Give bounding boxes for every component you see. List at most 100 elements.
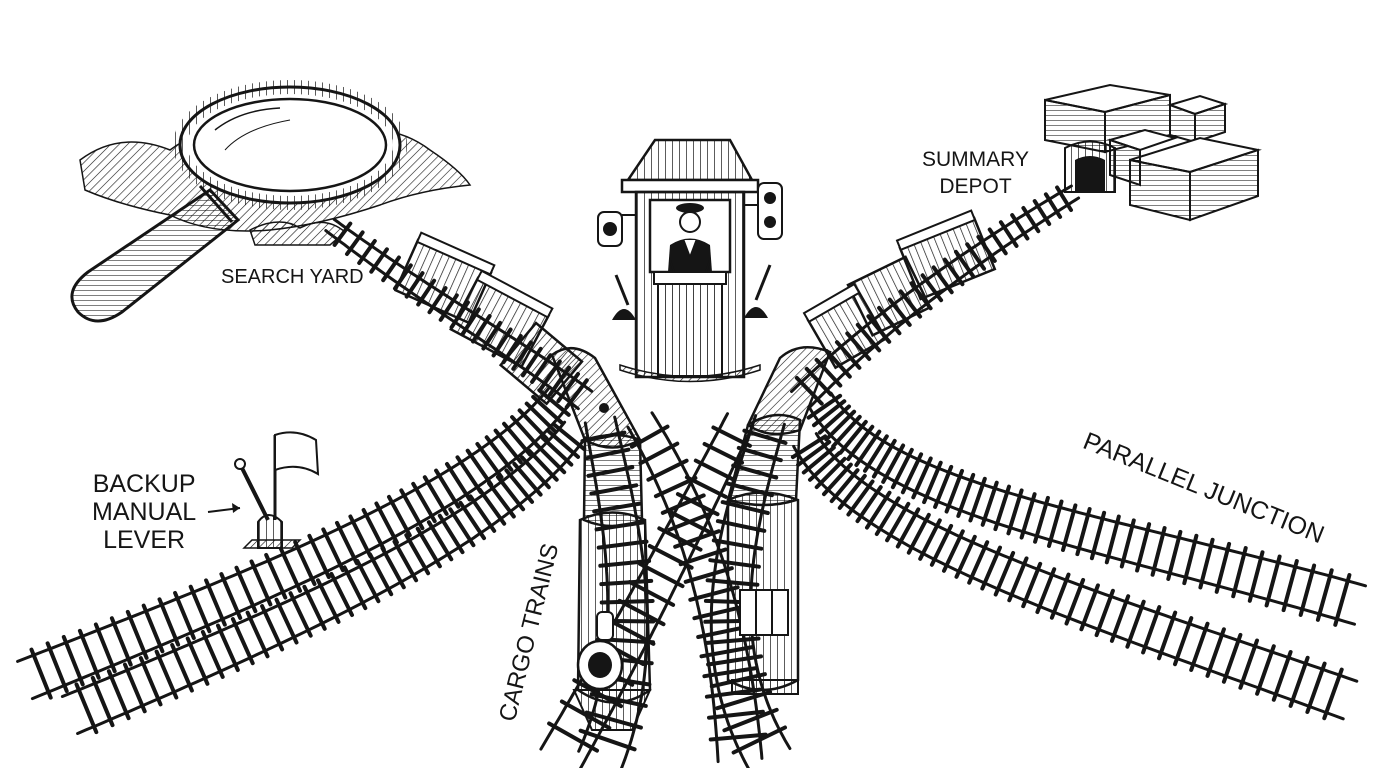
right-track-a-tie xyxy=(944,468,964,514)
right-track-b-tie xyxy=(1109,594,1131,643)
right-track-b-tie xyxy=(1288,655,1310,708)
left-track-a-tie xyxy=(29,647,53,700)
depot-track-tie xyxy=(1055,185,1073,212)
right-track-b-tie xyxy=(1205,627,1226,678)
left-track-a-tie xyxy=(502,421,532,457)
left-track-a-tie xyxy=(264,553,288,600)
left-track-b-tie xyxy=(245,610,270,659)
left-track-b-tie xyxy=(329,571,354,617)
search-track-tie xyxy=(381,255,401,283)
left-track-b-tie xyxy=(74,682,99,735)
left-track-a-tie xyxy=(188,584,212,634)
right-track-b-tie xyxy=(874,496,901,536)
left-track-a-tie xyxy=(307,533,331,580)
right-track-b-tie xyxy=(895,507,921,549)
right-track-b-tie xyxy=(1021,561,1043,609)
depot-track-tie xyxy=(987,227,1008,256)
left-track-a-tie xyxy=(455,455,483,494)
right-track-b-tie xyxy=(1157,610,1178,661)
right-track-a-tie xyxy=(838,419,868,455)
left-track-b-tie xyxy=(274,597,299,645)
left-track-b-tie xyxy=(552,423,587,452)
left-track-b-tie xyxy=(342,565,368,611)
right-track-b-tie xyxy=(1094,588,1115,638)
right-track-a-tie xyxy=(1214,541,1232,594)
right-track-b-tie xyxy=(954,534,977,579)
left-track-b-tie xyxy=(495,474,526,512)
right-track-b-tie xyxy=(855,485,883,524)
cross-track-b-tie xyxy=(675,492,720,517)
right-track-a-tie xyxy=(817,404,851,435)
right-track-b-tie xyxy=(1035,567,1057,614)
right-track-a-tie xyxy=(854,429,882,467)
right-track-a-tie xyxy=(1315,568,1334,622)
cross-track-a-tie xyxy=(707,709,765,720)
left-track-b-tie xyxy=(316,578,341,624)
summary-depot-label: SUMMARY DEPOT xyxy=(922,146,1029,200)
right-track-a-tie xyxy=(1089,510,1107,561)
left-track-a-tie xyxy=(278,546,302,593)
right-track-b-tie xyxy=(967,540,990,585)
right-track-b-tie xyxy=(1079,583,1100,632)
left-track-b-tie xyxy=(404,533,431,576)
right-track-b-tie xyxy=(801,445,836,475)
backup-line2: MANUAL xyxy=(92,498,197,526)
right-track-a-tie xyxy=(1033,495,1050,544)
left-track-a-tie xyxy=(141,603,165,654)
document-stacks-icon xyxy=(1044,83,1262,222)
left-track-a-tie xyxy=(411,481,437,524)
right-track-b-tie xyxy=(1173,616,1194,667)
right-track-a-tie xyxy=(871,438,897,479)
left-track-b-tie xyxy=(355,559,381,604)
right-track-b-tie xyxy=(918,518,942,561)
right-track-b-tie xyxy=(1255,644,1276,696)
signal-box-icon xyxy=(597,138,783,383)
left-track-b-tie xyxy=(437,513,465,555)
right-track-a-tie xyxy=(824,409,857,442)
left-track-a-tie xyxy=(434,468,461,509)
right-track-a-tie xyxy=(1075,507,1092,557)
right-track-b-tie xyxy=(808,451,841,482)
center-track-left-tie xyxy=(578,728,637,752)
magnifying-glass-icon xyxy=(70,80,472,323)
backup-lever-icon xyxy=(207,431,320,549)
right-track-b-tie xyxy=(885,501,911,543)
search-track-tie xyxy=(345,230,365,256)
right-track-b-tie xyxy=(822,462,853,497)
left-track-a-tie xyxy=(321,527,345,573)
search-track-tie xyxy=(369,247,389,274)
left-track-a-tie xyxy=(399,488,425,531)
left-track-a-tie xyxy=(445,462,472,502)
backup-line1: BACKUP xyxy=(92,470,196,498)
right-track-b-tie xyxy=(846,479,875,517)
right-track-a-tie xyxy=(831,414,862,449)
left-track-a-tie xyxy=(531,394,564,425)
left-track-a-tie xyxy=(348,514,373,559)
cross-track-b-tie xyxy=(702,442,744,465)
left-track-b-tie xyxy=(448,507,476,548)
cross-track-b-tie xyxy=(657,526,703,552)
left-track-a-tie xyxy=(234,565,258,614)
left-track-a-tie xyxy=(93,622,117,674)
left-track-a-tie xyxy=(173,591,196,640)
right-track-a-tie xyxy=(1150,526,1167,577)
right-track-b-tie xyxy=(1221,632,1243,684)
left-track-a-tie xyxy=(77,628,101,680)
right-track-a-tie xyxy=(956,472,976,518)
right-track-b-tie xyxy=(1271,650,1293,702)
left-track-b-tie xyxy=(534,442,567,475)
search-yard-label: SEARCH YARD xyxy=(221,266,364,288)
left-track-b-tie xyxy=(458,500,486,541)
cross-track-a-tie xyxy=(673,529,721,549)
right-track-a-tie xyxy=(812,399,847,428)
left-track-b-tie xyxy=(546,429,580,459)
left-track-b-tie xyxy=(302,584,327,631)
depot-track-tie xyxy=(1010,213,1030,241)
left-track-a-tie xyxy=(387,494,412,538)
left-track-a-tie xyxy=(422,475,449,516)
right-track-b-tie xyxy=(1305,661,1327,714)
left-track-b-tie xyxy=(216,623,240,672)
backup-line3: LEVER xyxy=(103,526,186,554)
right-track-a-tie xyxy=(1182,533,1199,586)
left-track-a-tie xyxy=(465,448,494,487)
